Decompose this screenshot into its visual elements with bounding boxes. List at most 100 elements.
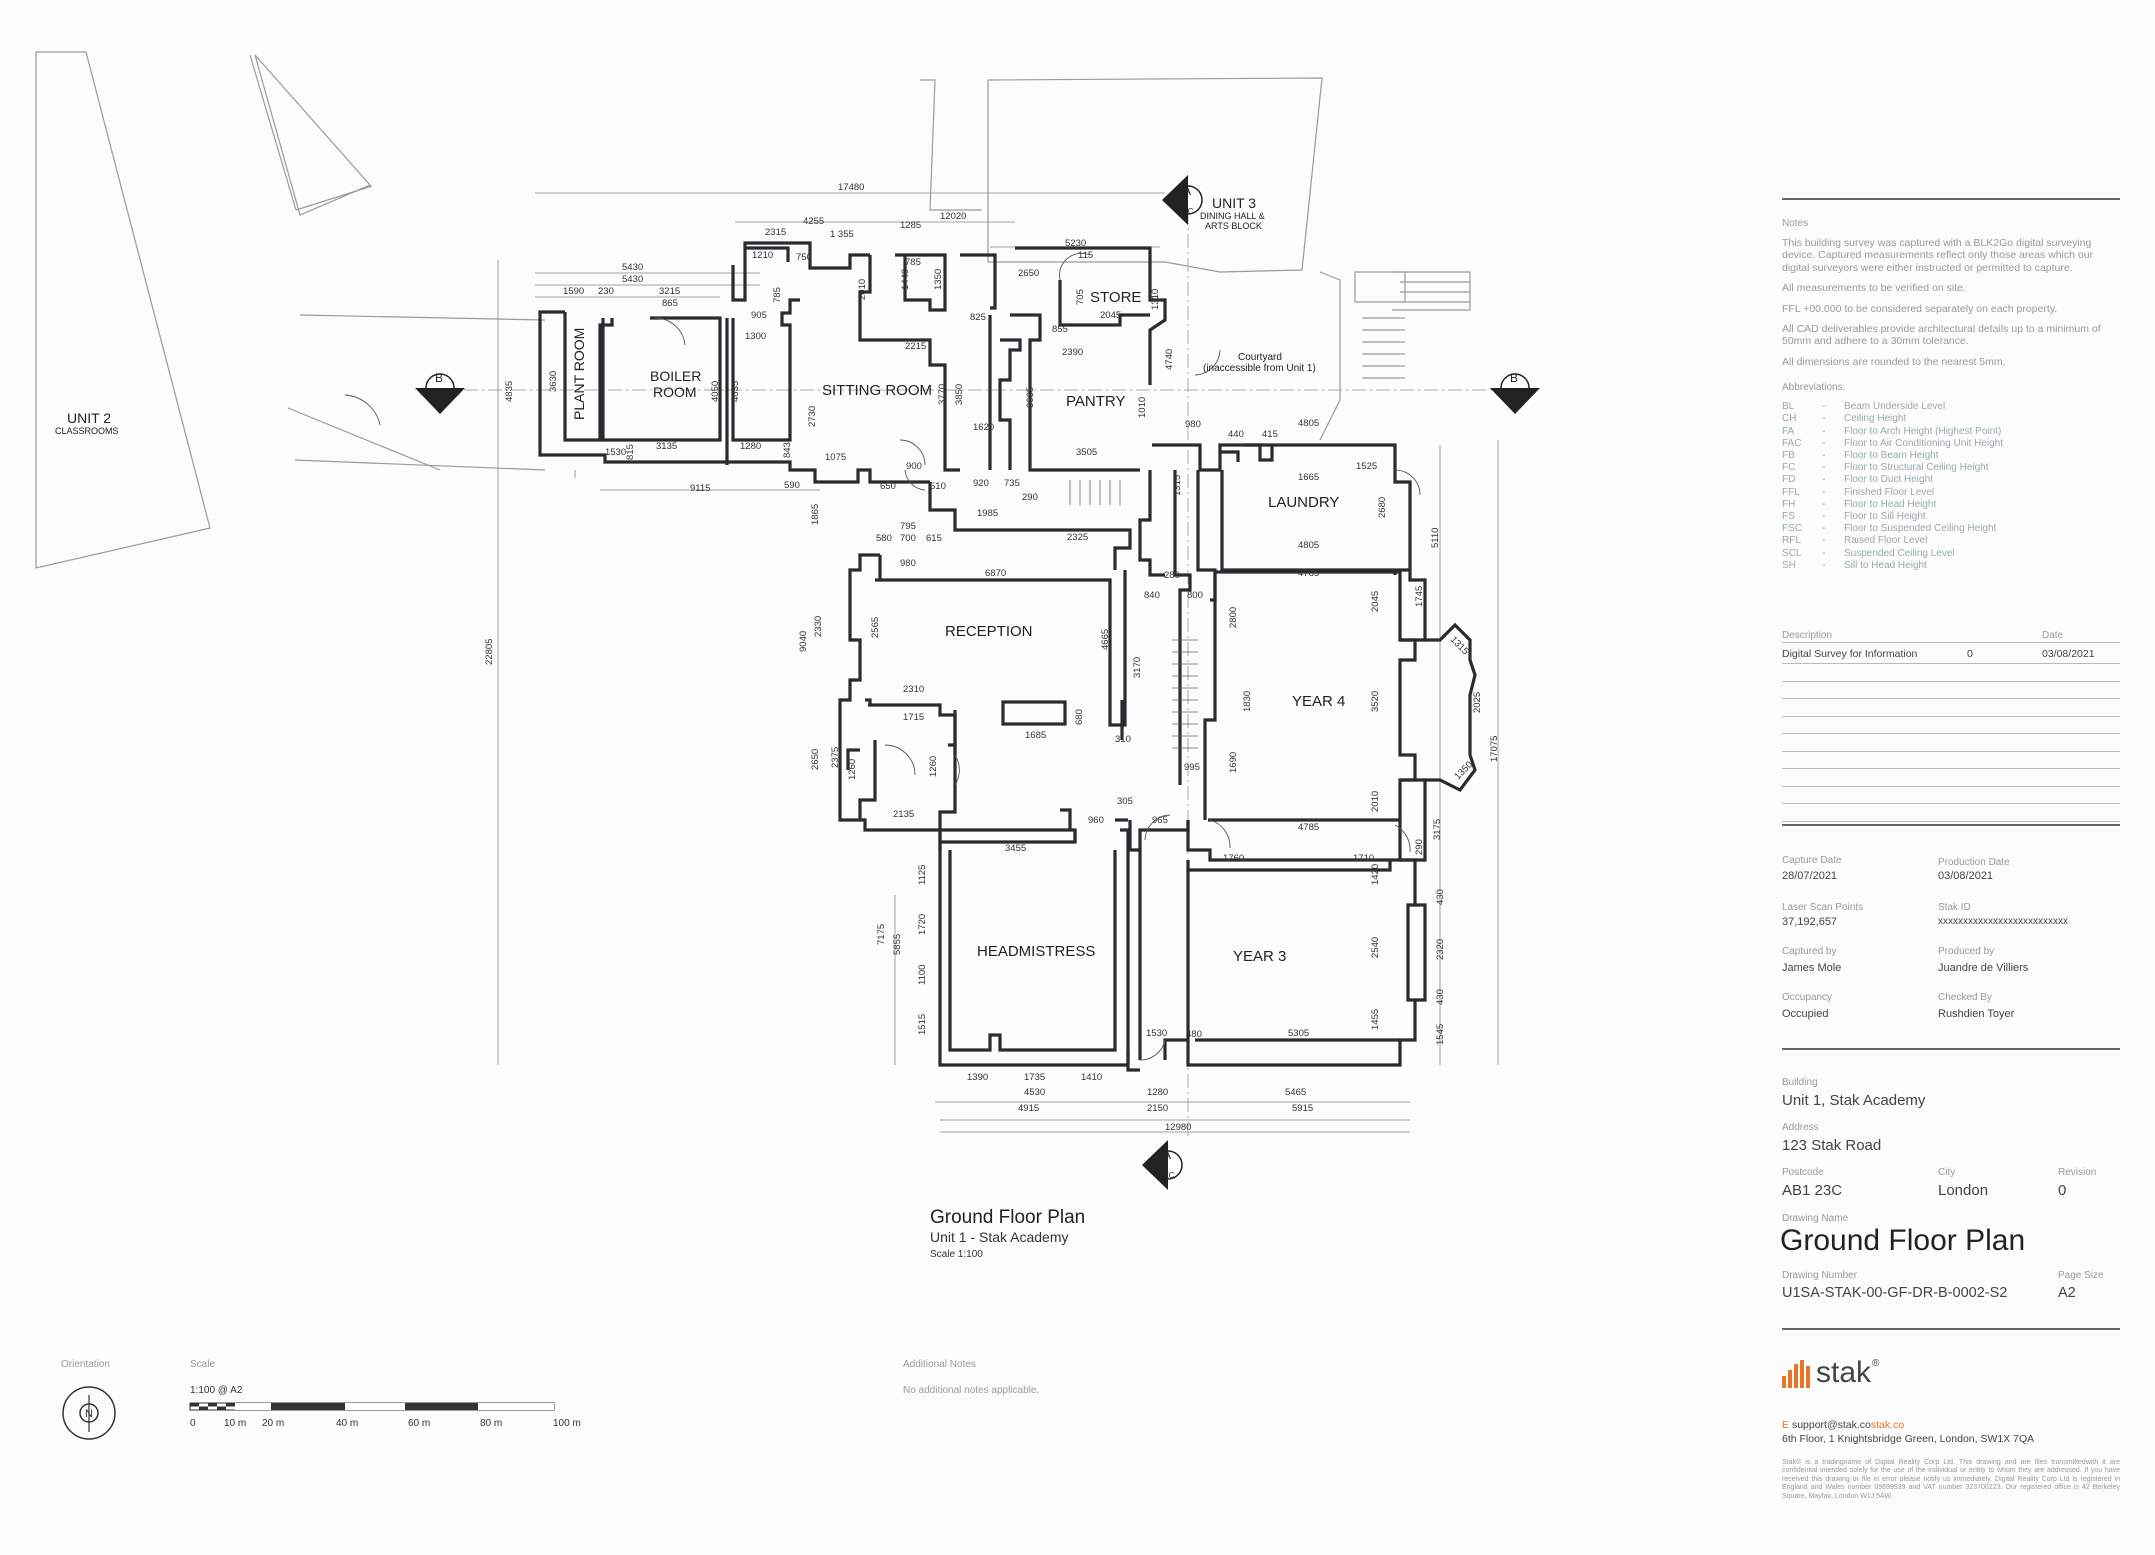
section-markers: A SEC A SEC B SEC B SEC (415, 175, 1540, 1190)
dim-label: 4805 (1298, 418, 1319, 429)
dim-label: 4915 (1018, 1103, 1039, 1114)
dim-label: 5915 (1292, 1103, 1313, 1114)
dim-label: 17480 (838, 182, 864, 193)
rev-desc-label: Description (1782, 630, 1833, 641)
dim-label: 980 (900, 558, 916, 569)
dim-label: 1665 (1298, 472, 1319, 483)
revision-row-line (1782, 785, 2120, 787)
abbr-code: SH (1782, 559, 1796, 571)
dim-label: 305 (1117, 796, 1133, 807)
dim-label: 590 (784, 480, 800, 491)
note-item: All measurements to be verified on site. (1782, 282, 1966, 295)
dim-label: 855 (1052, 324, 1068, 335)
dim-label: 2315 (765, 227, 786, 238)
dim-label: 3170 (1132, 657, 1143, 678)
dim-label: 4035 (730, 381, 741, 402)
stak-logo-icon (1782, 1360, 1812, 1388)
courtyard-label-1: Courtyard (1238, 352, 1282, 363)
dim-label: 510 (930, 481, 946, 492)
abbreviation-row: RFL-Raised Floor Level (1782, 535, 2120, 547)
abbreviation-row: SCL-Suspended Ceiling Level (1782, 548, 2120, 560)
dim-label: 2650 (1018, 268, 1039, 279)
scale-tick: 40 m (336, 1418, 358, 1429)
abbr-code: FA (1782, 425, 1795, 437)
dim-label: 1760 (1223, 853, 1244, 864)
abbr-dash: - (1822, 437, 1826, 449)
dim-label: 1280 (1147, 1087, 1168, 1098)
dim-label: 1 355 (830, 229, 854, 240)
abbr-code: FS (1782, 511, 1795, 523)
plan-title-block: Ground Floor Plan Unit 1 - Stak Academy … (930, 1207, 1085, 1260)
dim-label: 2730 (807, 406, 818, 427)
dim-label: 865 (662, 298, 678, 309)
abbr-dash: - (1822, 486, 1826, 498)
dim-label: 1100 (917, 965, 928, 985)
checked-by-label: Checked By (1938, 992, 1992, 1003)
abbr-code: BL (1782, 401, 1795, 413)
email-domain[interactable]: stak.co (1870, 1419, 1905, 1431)
scale-tick: 0 (190, 1418, 196, 1429)
dim-label: 17075 (1489, 736, 1500, 762)
abbr-meaning: Floor to Arch Height (Highest Point) (1844, 425, 2002, 437)
dim-label: 965 (1152, 815, 1168, 826)
email-user[interactable]: support@stak.co (1791, 1419, 1871, 1431)
abbr-meaning: Finished Floor Level (1844, 486, 1935, 498)
dim-label: 1300 (745, 331, 766, 342)
dim-label: 1530 (605, 447, 626, 458)
dim-label: 795 (900, 521, 916, 532)
dim-label: 1260 (928, 756, 939, 777)
abbr-meaning: Raised Floor Level (1844, 535, 1928, 547)
abbr-meaning: Floor to Duct Height (1844, 474, 1933, 486)
unit3-outline (987, 77, 1323, 273)
drawing-number: U1SA-STAK-00-GF-DR-B-0002-S2 (1782, 1285, 2008, 1301)
dim-label: 825 (970, 312, 986, 323)
dim-label: 5855 (892, 934, 903, 955)
dim-label: 2215 (905, 341, 926, 352)
dim-label: 480 (1186, 1029, 1202, 1040)
abbr-meaning: Floor to Sill Height (1844, 511, 1926, 523)
dim-label: 280 (1164, 570, 1180, 581)
abbreviation-row: FH-Floor to Head Height (1782, 499, 2120, 511)
abbr-meaning: Suspended Ceiling Level (1844, 547, 1955, 559)
abbr-code: FB (1782, 450, 1795, 462)
dim-label: 1310 (1150, 289, 1161, 310)
dim-label: 4255 (803, 216, 824, 227)
marker-b-letter: B (1510, 371, 1518, 385)
plan-scale: Scale 1:100 (930, 1249, 983, 1260)
dim-label: 5230 (1065, 238, 1086, 249)
dim-label: 4530 (1024, 1087, 1045, 1098)
dim-label: 310 (1115, 734, 1131, 745)
abbr-dash: - (1822, 413, 1826, 425)
dim-label: 290 (1414, 839, 1425, 855)
neighbouring-buildings (35, 51, 1471, 569)
occupancy: Occupied (1782, 1008, 1829, 1020)
note-item: All CAD deliverables provide architectur… (1782, 323, 2101, 348)
scale-bar (189, 1402, 555, 1411)
rev-date: 03/08/2021 (2042, 648, 2095, 660)
dim-label: 615 (926, 533, 942, 544)
door-swings (344, 252, 1421, 1061)
scale-tick: 100 m (553, 1418, 581, 1429)
orientation-label: Orientation (61, 1359, 110, 1370)
dim-label: 1545 (1435, 1024, 1446, 1045)
captured-by-label: Captured by (1782, 946, 1837, 957)
laser-points: 37,192,657 (1782, 916, 1838, 928)
dim-label: 4785 (1298, 822, 1319, 833)
dim-label: 750 (796, 252, 812, 263)
dim-label: 2540 (1370, 937, 1381, 958)
dim-label: 1285 (900, 220, 921, 231)
abbr-code: FD (1782, 474, 1796, 486)
dim-label: 2650 (810, 749, 821, 770)
abbr-meaning: Floor to Head Height (1844, 498, 1937, 510)
abbreviations-label: Abbreviations: (1782, 382, 1846, 394)
address-label: Address (1782, 1122, 1819, 1133)
postcode-label: Postcode (1782, 1167, 1824, 1178)
dim-label: 6870 (985, 568, 1006, 579)
abbr-code: FSC (1782, 523, 1802, 535)
abbr-dash: - (1822, 511, 1826, 523)
dim-label: 1715 (903, 712, 924, 723)
dim-label: 1685 (1025, 730, 1046, 741)
dim-label: 5430 (622, 274, 643, 285)
dim-label: 4785 (1298, 568, 1319, 579)
dim-label: 1530 (1146, 1028, 1167, 1039)
